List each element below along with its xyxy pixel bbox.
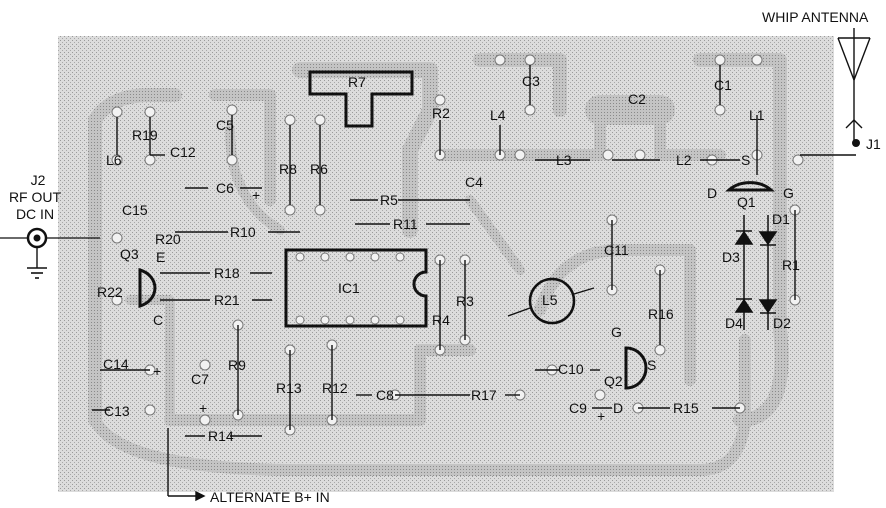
component-label-r7: R7	[348, 74, 366, 90]
component-label-q2-g: G	[611, 324, 622, 340]
component-label-q2-s: S	[647, 357, 657, 373]
component-label-c4: C4	[465, 174, 483, 190]
component-label-r4: R4	[432, 312, 450, 328]
component-label-c7: C7	[191, 371, 209, 387]
l5-outline	[528, 277, 576, 325]
j2-label: J2	[30, 172, 46, 188]
component-label-c9-plus: +	[597, 408, 606, 424]
component-label-c13: C13	[104, 403, 130, 419]
component-label-c14-plus: +	[153, 363, 162, 379]
component-label-r3: R3	[456, 293, 474, 309]
component-label-c5: C5	[216, 117, 234, 133]
component-label-c1: C1	[714, 77, 732, 93]
r7-outline	[308, 70, 414, 128]
component-label-r22: R22	[97, 284, 123, 300]
component-label-r11: R11	[393, 216, 418, 232]
ic1-outline	[284, 248, 428, 328]
component-label-q1-s: S	[741, 152, 751, 168]
q2-outline	[624, 346, 648, 390]
component-label-q2: Q2	[604, 373, 623, 389]
component-label-l1: L1	[749, 107, 765, 123]
component-label-c6-plus: +	[252, 187, 261, 203]
component-label-c3: C3	[522, 73, 540, 89]
j1-label: J1	[866, 136, 881, 152]
alternate-bplus-arrow	[167, 428, 206, 502]
component-label-q1: Q1	[737, 194, 756, 210]
component-label-c11: C11	[604, 242, 629, 258]
j2-jack	[0, 227, 100, 279]
component-label-q3-c: C	[153, 312, 164, 328]
alternate-bplus-label: ALTERNATE B+ IN	[210, 489, 330, 505]
component-label-c6: C6	[216, 180, 234, 196]
q1-outline	[725, 181, 775, 192]
component-label-r10: R10	[230, 224, 256, 240]
component-label-r16: R16	[648, 306, 674, 322]
component-label-r18: R18	[214, 265, 240, 281]
component-label-r19: R19	[132, 127, 158, 143]
whip-antenna-symbol	[800, 28, 871, 156]
component-label-r12: R12	[322, 380, 348, 396]
component-label-d2: D2	[773, 315, 791, 331]
component-label-c9: C9	[569, 400, 587, 416]
component-label-q3: Q3	[120, 246, 139, 262]
component-label-r13: R13	[276, 380, 302, 396]
component-label-r6: R6	[310, 161, 328, 177]
component-label-c14: C14	[103, 356, 129, 372]
component-label-ic1: IC1	[338, 280, 360, 296]
component-outlines	[92, 65, 796, 437]
component-label-r2: R2	[432, 105, 450, 121]
rf-out-label: RF OUT	[8, 189, 62, 205]
component-label-q3-e: E	[156, 249, 166, 265]
component-label-q1-d: D	[707, 185, 718, 201]
component-label-r20: R20	[155, 231, 181, 247]
component-label-c12: C12	[170, 144, 196, 160]
component-label-r21: R21	[214, 292, 240, 308]
component-label-r15: R15	[673, 400, 699, 416]
component-label-l3: L3	[556, 152, 572, 168]
whip-antenna-label: WHIP ANTENNA	[762, 9, 869, 25]
component-label-d3: D3	[722, 249, 740, 265]
component-label-r9: R9	[228, 357, 246, 373]
component-label-c2: C2	[628, 91, 646, 107]
component-label-l6: L6	[106, 152, 122, 168]
component-label-q1-g: G	[783, 185, 794, 201]
component-label-c7-plus: +	[199, 400, 208, 416]
diodes	[734, 215, 778, 330]
component-label-r14: R14	[208, 428, 234, 444]
component-label-l5: L5	[542, 292, 558, 308]
component-label-q2-d: D	[613, 400, 624, 416]
component-label-c8: C8	[376, 387, 394, 403]
component-label-c15: C15	[122, 202, 148, 218]
component-label-r8: R8	[279, 161, 297, 177]
q3-outline	[138, 267, 157, 309]
component-label-d4: D4	[725, 315, 743, 331]
component-label-r5: R5	[380, 192, 398, 208]
component-label-r1: R1	[782, 257, 800, 273]
component-label-l2: L2	[676, 152, 692, 168]
dc-in-label: DC IN	[15, 206, 55, 222]
component-label-l4: L4	[490, 107, 506, 123]
j1-jack	[852, 139, 860, 147]
component-label-r17: R17	[471, 387, 497, 403]
solder-pads	[111, 54, 804, 436]
component-label-d1: D1	[772, 211, 790, 227]
component-label-c10: C10	[558, 361, 584, 377]
